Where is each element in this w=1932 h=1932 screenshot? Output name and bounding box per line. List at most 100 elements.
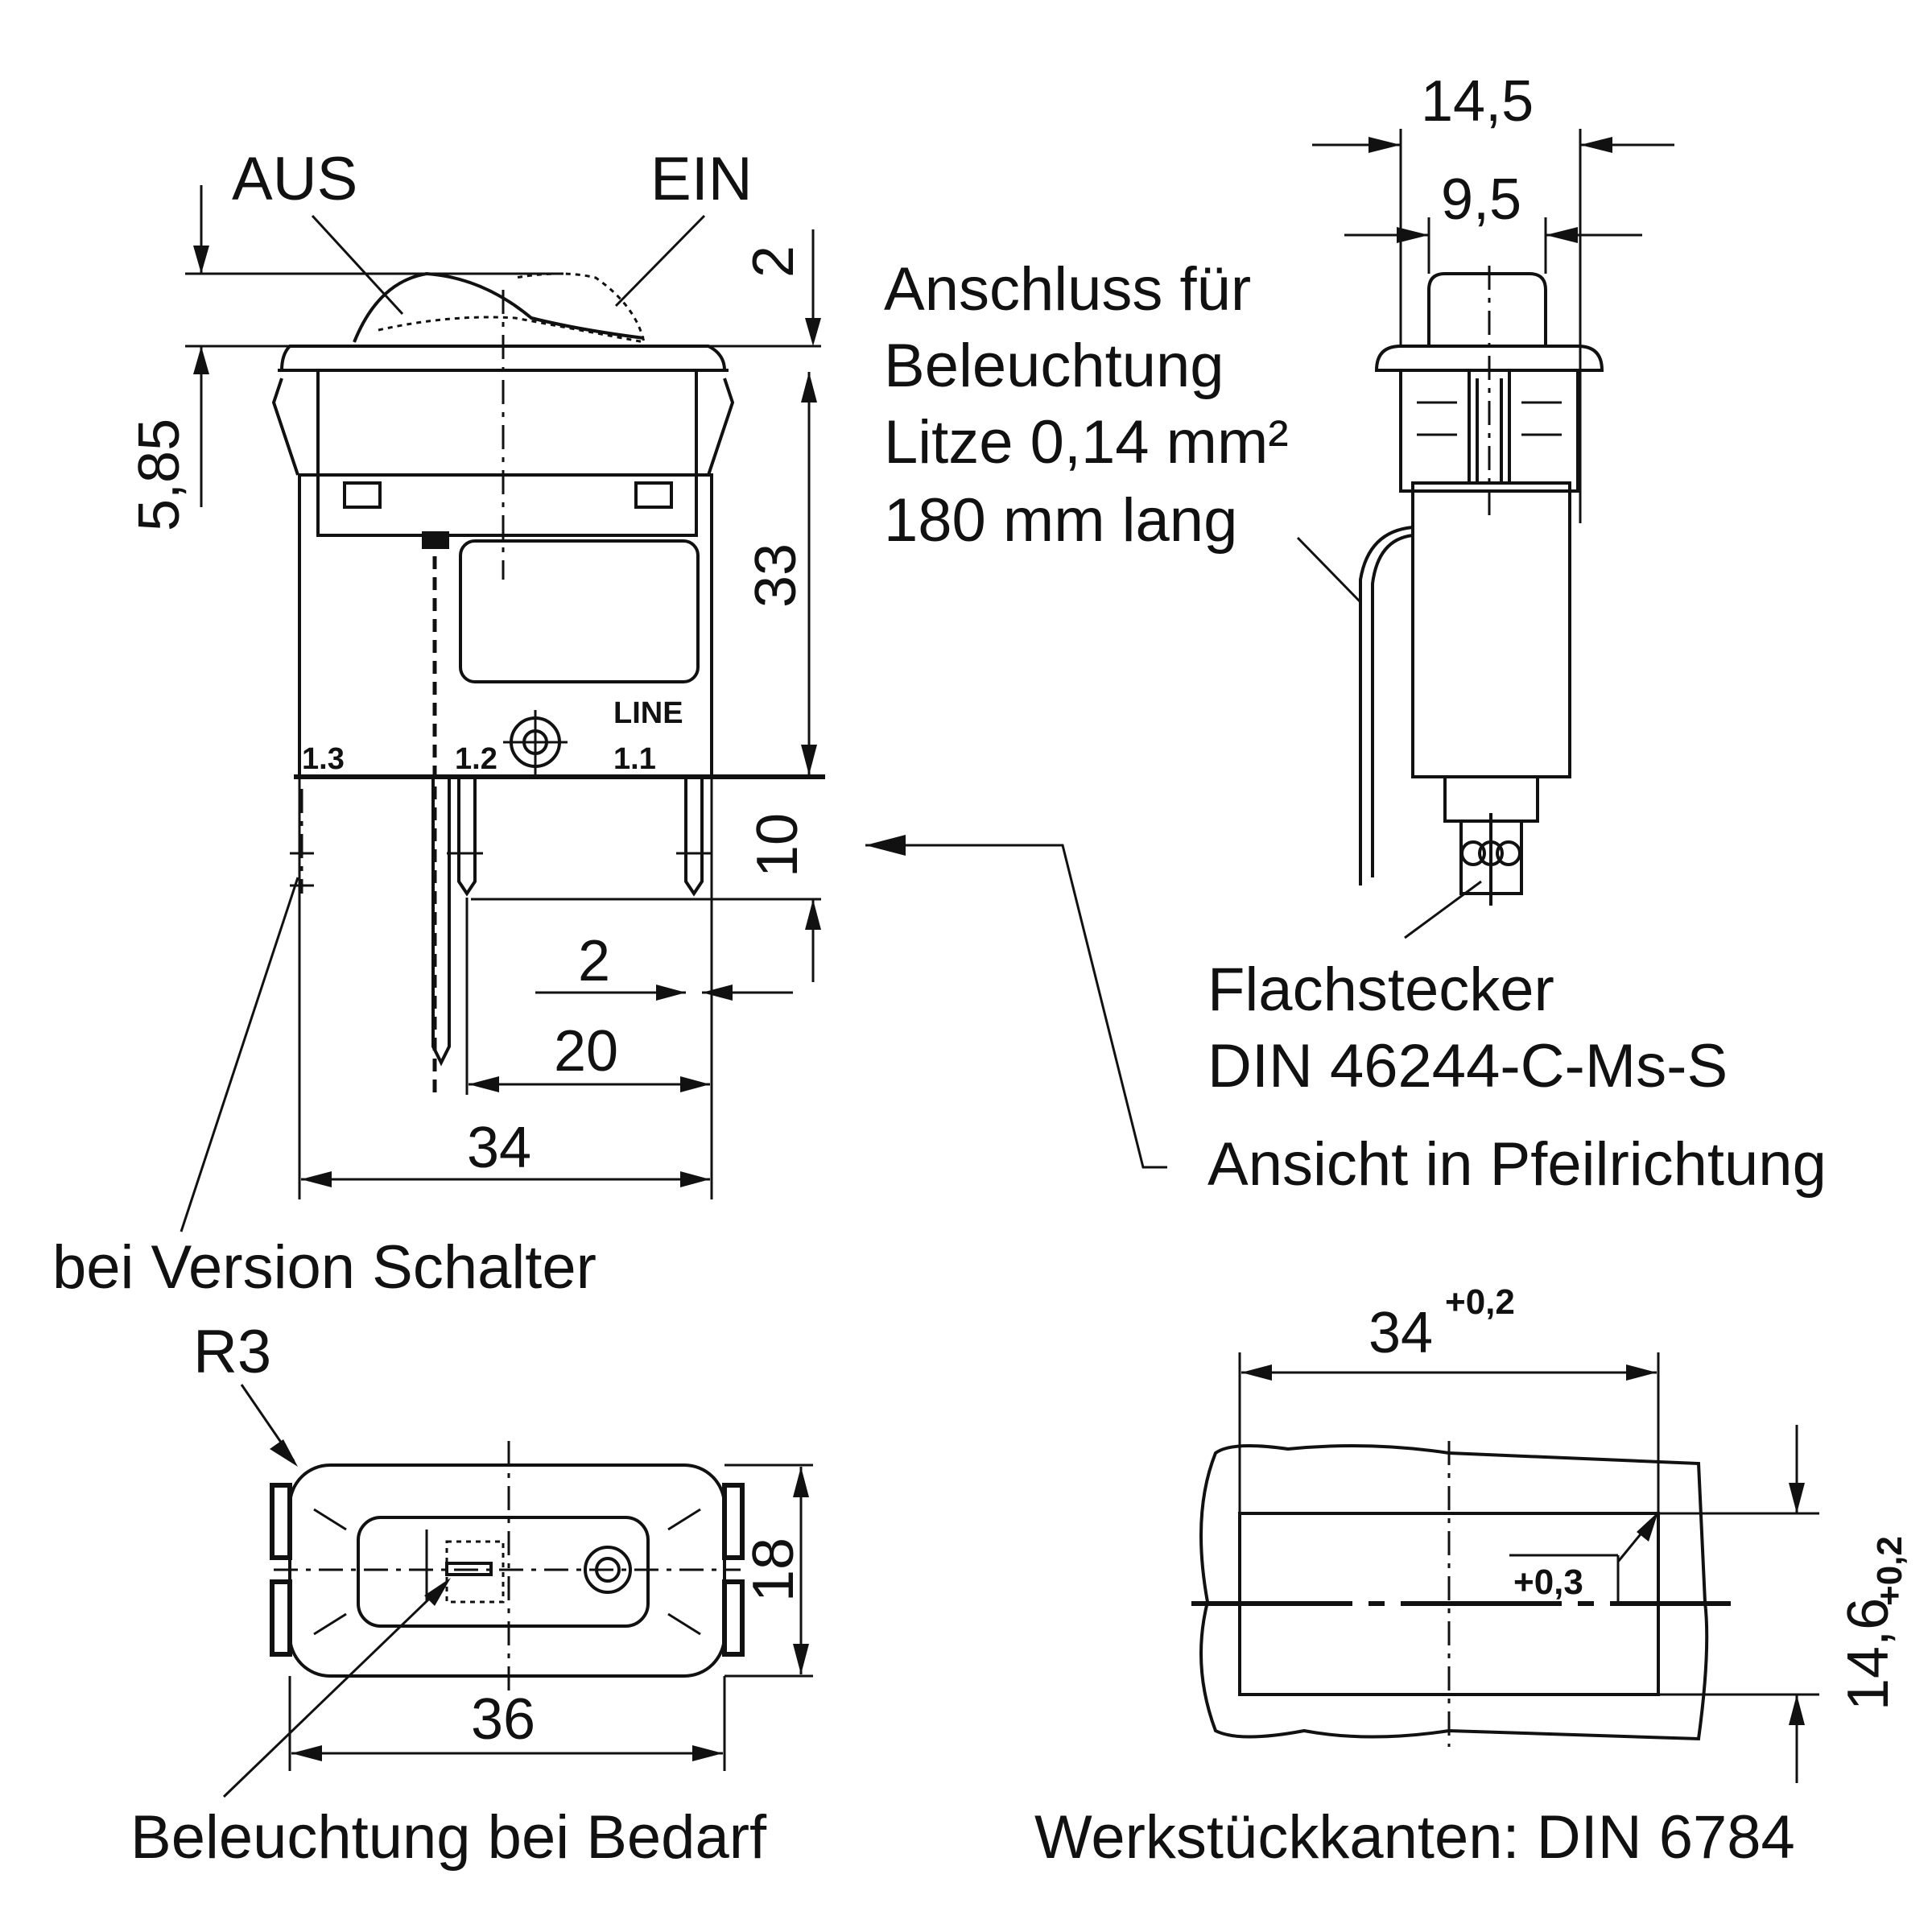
top-view: R3 18 36 Beleuchtung bei Bedarf [130,1318,813,1872]
rocker-alt-position [378,272,646,344]
dim-pin-width: 2 [578,929,610,993]
dim-33-arrow-top [801,372,817,402]
top-latch-1 [270,1483,292,1560]
top-dim-width: 36 [471,1687,535,1752]
dim-rocker-height: 2 [741,246,806,278]
dim-18-arrow-bottom [793,1644,809,1674]
top-chamfer-1 [313,1508,347,1531]
connector-note-2: DIN 46244-C-Ms-S [1208,1032,1728,1100]
front-view: AUS EIN 1.3 1.2 1.1 LINE 5,85 2 33 10 [52,145,825,1302]
slot-right [634,481,673,509]
dim-9-5-arrow-left [1397,227,1429,243]
dim-pin-spacing: 20 [554,1019,618,1084]
panel-outline [1199,1444,1709,1741]
note-version: bei Version Schalter [52,1233,597,1302]
side-rocker [1427,272,1547,346]
side-view: 14,5 9,5 Anschluss für Beleuchtung Litze… [884,69,1827,1199]
ein-leader [614,214,706,308]
top-led-outer [584,1546,632,1594]
slot-left [343,481,382,509]
dim-20-arrow-right [680,1076,710,1092]
top-rocker [357,1516,650,1628]
top-lamp [445,1562,493,1576]
dim-34-arrow-right [680,1171,710,1187]
wire-note-1: Anschluss für [884,255,1251,324]
cutout-dim-height: 14,6 [1836,1598,1901,1711]
dim-10-arrow [805,899,821,930]
label-aus: AUS [232,145,357,213]
illumination-leader [222,1580,448,1798]
cutout-corner-tol: +0,3 [1513,1563,1583,1602]
dim-34-arrow-left [301,1171,332,1187]
view-arrow-line [865,844,1167,1169]
dim-2-arrow [805,318,821,346]
dim-9-5-arrow-right [1546,227,1578,243]
top-latch-2 [270,1579,292,1657]
wire-2 [1371,534,1414,877]
dim-outer-width: 14,5 [1421,69,1534,134]
dim-33-arrow-bottom [801,745,817,775]
dim-14-5-arrow-left [1368,137,1401,153]
connector-note-1: Flachstecker [1208,956,1554,1024]
pin-light [431,777,451,1067]
top-chamfer-2 [667,1508,701,1531]
top-chamfer-3 [313,1612,347,1636]
side-collar [1374,345,1604,372]
view-direction-note: Ansicht in Pfeilrichtung [1208,1130,1827,1199]
view-arrow-head [865,835,906,856]
side-hole-3 [1496,840,1521,866]
view-direction [865,835,1167,1169]
cutout-dim-h-arrow-bottom [1789,1695,1805,1725]
edges-note: Werkstückkanten: DIN 6784 [1034,1803,1795,1872]
label-ein: EIN [650,145,753,213]
dim-inner-width: 9,5 [1441,167,1521,232]
latch-right [707,378,735,476]
cutout-dim-width: 34 [1368,1301,1433,1365]
top-latch-4 [722,1579,745,1657]
cutout-dim-h-arrow-top [1789,1483,1805,1513]
side-body [1411,481,1571,778]
dim-5-85: 5,85 [127,419,192,531]
cutout-dim-width-tol: +0,2 [1445,1282,1515,1322]
wire-note-3: Litze 0,14 mm² [884,408,1289,477]
cutout-view: +0,3 34 +0,2 14,6 +0,2 Werkstückkanten: … [1034,1282,1909,1872]
dim-36-arrow-right [692,1745,723,1761]
illumination-note: Beleuchtung bei Bedarf [130,1803,767,1872]
top-led-inner [595,1557,621,1583]
dim-pin-w-arrow-left [656,985,686,1001]
version-leader [180,877,299,1232]
pin-1-1 [684,777,704,897]
dim-width: 34 [467,1116,531,1180]
top-lamp-hidden [445,1540,505,1604]
radius-arrow [270,1439,298,1467]
dim-pin-w-arrow-right [702,985,733,1001]
cutout-dim-height-tol: +0,2 [1870,1536,1909,1606]
housing-body [298,473,713,778]
dim-14-5-arrow-right [1580,137,1612,153]
pin-marker [422,531,449,549]
dim-20-arrow-left [469,1076,499,1092]
terminal-1-1: 1.1 [613,742,656,776]
connector-leader [1404,880,1482,939]
label-window [459,539,700,683]
terminal-line: LINE [613,696,683,730]
aus-leader [311,214,404,316]
wire-note-4: 180 mm lang [884,486,1237,555]
top-dim-height: 18 [741,1538,806,1602]
pin-1-2 [457,777,477,897]
illumination-arrow [424,1578,451,1606]
wire-leader [1296,536,1362,604]
corner-arrow [1637,1512,1658,1542]
side-hole-1 [1460,840,1486,866]
dim-18-arrow-top [793,1467,809,1497]
wire-note-2: Beleuchtung [884,332,1224,400]
terminal-1-3: 1.3 [302,742,345,776]
latch-left [271,378,299,476]
dim-36-arrow-left [291,1745,322,1761]
dim-5-85-arrow-bottom [193,346,209,374]
dim-pin-length: 10 [745,813,810,877]
upper-body [316,369,698,537]
cutout-dim-34-arrow-left [1241,1364,1272,1381]
radius-label: R3 [193,1318,271,1386]
